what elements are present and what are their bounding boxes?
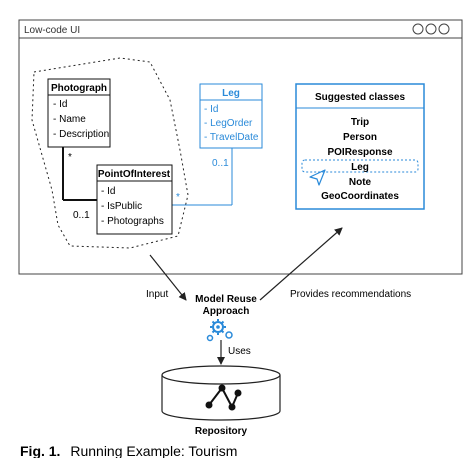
- leg-multiplicity: 0..1: [212, 158, 229, 169]
- poi-attr-id: - Id: [101, 186, 115, 197]
- leg-attr-id: - Id: [204, 104, 218, 115]
- input-arrow: [149, 254, 187, 301]
- photograph-attr-name: - Name: [53, 114, 86, 125]
- photograph-attr-description: - Description: [53, 129, 109, 140]
- class-leg[interactable]: Leg - Id - LegOrder - TravelDate: [199, 83, 263, 149]
- poi-attr-photographs: - Photographs: [101, 216, 164, 227]
- window-maximize-button[interactable]: [425, 23, 437, 35]
- window-minimize-button[interactable]: [412, 23, 424, 35]
- gear-icon: [206, 319, 233, 342]
- provides-arrow: [259, 227, 343, 301]
- leg-attr-traveldate: - TravelDate: [204, 132, 259, 143]
- repository-label: Repository: [195, 426, 248, 437]
- drag-cursor-icon: [309, 169, 326, 186]
- provides-label: Provides recommendations: [290, 289, 411, 300]
- suggested-item-poiresponse[interactable]: POIResponse: [327, 147, 392, 158]
- photograph-name: Photograph: [51, 83, 107, 94]
- suggested-item-leg[interactable]: Leg: [351, 162, 369, 173]
- leg-attr-legorder: - LegOrder: [204, 118, 253, 129]
- repository-cylinder: [161, 365, 281, 421]
- graph-network-icon: [205, 384, 242, 411]
- suggested-item-note[interactable]: Note: [349, 177, 372, 188]
- suggested-item-person[interactable]: Person: [343, 132, 377, 143]
- suggested-classes-panel: Suggested classes Trip Person POIRespons…: [295, 83, 425, 210]
- input-label: Input: [146, 289, 168, 300]
- suggested-item-highlight: [301, 159, 419, 173]
- poi-leg-multiplicity: *: [176, 192, 180, 203]
- suggested-title: Suggested classes: [315, 92, 405, 103]
- poi-name: PointOfInterest: [98, 169, 171, 180]
- caption-text: Running Example: Tourism: [70, 443, 237, 458]
- leg-name: Leg: [222, 88, 240, 99]
- suggested-item-geocoordinates[interactable]: GeoCoordinates: [321, 191, 399, 202]
- poi-attr-ispublic: - IsPublic: [101, 201, 142, 212]
- approach-label-line1: Model Reuse: [195, 294, 257, 305]
- poi-multiplicity: 0..1: [73, 210, 90, 221]
- class-point-of-interest[interactable]: PointOfInterest - Id - IsPublic - Photog…: [96, 164, 173, 235]
- class-photograph[interactable]: Photograph - Id - Name - Description: [47, 78, 111, 148]
- uses-label: Uses: [228, 346, 251, 357]
- photograph-attr-id: - Id: [53, 99, 67, 110]
- window-close-button[interactable]: [438, 23, 450, 35]
- photo-multiplicity: *: [68, 152, 72, 163]
- window-title: Low-code UI: [24, 25, 80, 36]
- caption-label: Fig. 1.: [20, 443, 60, 458]
- suggested-item-trip[interactable]: Trip: [351, 117, 369, 128]
- approach-label-line2: Approach: [203, 306, 250, 317]
- figure-caption: Fig. 1. Running Example: Tourism: [20, 443, 237, 458]
